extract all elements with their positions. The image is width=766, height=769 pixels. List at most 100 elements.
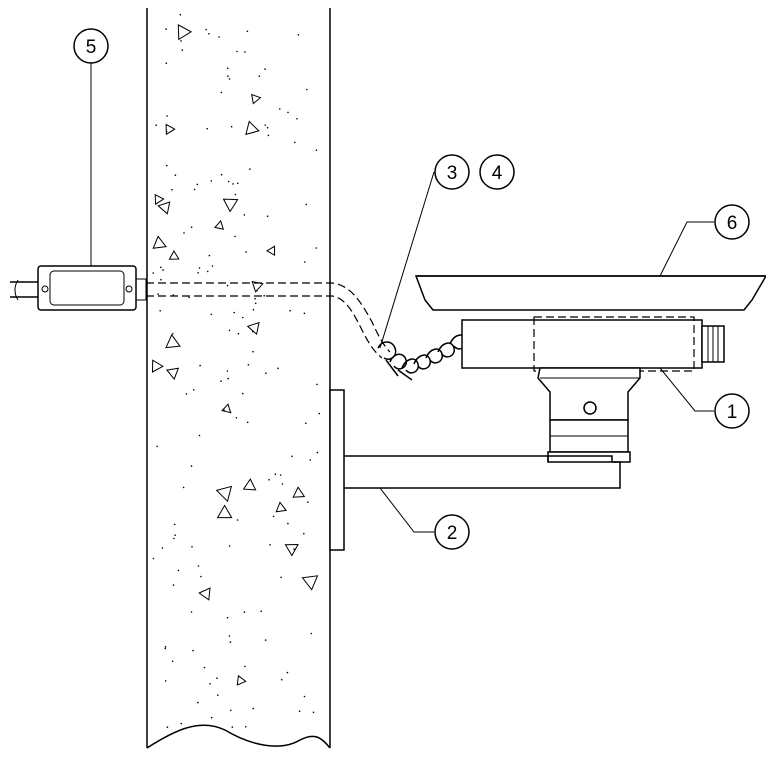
callout-6-label: 6 [727,213,738,234]
sunshield [414,275,766,311]
camera-housing [461,316,725,372]
leader-lines [90,63,714,533]
concrete-speck [160,266,162,269]
concrete-speck [181,49,184,51]
concrete-speck [237,332,240,335]
concrete-speck [165,28,167,30]
concrete-aggregate [236,674,247,686]
concrete-speck [234,235,236,238]
concrete-aggregate [222,198,239,213]
concrete-aggregate [251,93,262,105]
concrete-speck [206,127,208,130]
concrete-speck [296,118,298,120]
concrete-speck [286,671,289,674]
concrete-speck [264,68,266,70]
concrete-speck [190,226,193,228]
tilt-head [537,367,641,463]
concrete-speck [188,296,190,299]
concrete-texture [151,13,321,728]
concrete-aggregate [245,120,260,136]
callout-5-label: 5 [86,37,97,58]
concrete-speck [226,370,229,372]
concrete-speck [227,377,229,380]
concrete-speck [267,134,270,137]
concrete-speck [233,311,235,314]
concrete-speck [263,295,266,297]
concrete-speck [209,683,211,685]
concrete-speck [211,265,214,267]
concrete-speck [227,75,229,77]
concrete-speck [309,459,312,461]
concrete-speck [279,108,281,110]
concrete-speck [166,726,169,728]
concrete-speck [220,91,223,94]
concrete-aggregate [151,359,164,373]
concrete-aggregate [301,575,319,591]
concrete-speck [246,30,249,33]
junction-box [10,265,147,311]
cable-spiral [377,334,467,381]
concrete-speck [206,270,209,273]
concrete-speck [303,532,305,535]
concrete-aggregate [165,367,180,381]
callout-3-label: 3 [447,163,458,184]
concrete-speck [182,486,185,489]
concrete-speck [279,474,282,476]
concrete-speck [268,479,270,481]
concrete-speck [249,168,251,170]
concrete-speck [155,124,157,126]
concrete-wall [146,8,331,749]
concrete-aggregate [154,193,165,206]
concrete-speck [230,125,233,128]
concrete-speck [183,232,185,234]
concrete-speck [310,632,313,635]
concrete-aggregate [177,24,193,41]
concrete-speck [197,272,199,274]
concrete-speck [171,188,173,191]
concrete-speck [258,75,261,77]
concrete-speck [190,465,193,467]
concrete-speck [316,451,319,454]
callout-2-label: 2 [447,523,458,544]
concrete-speck [277,367,279,370]
callout-4: 4 [479,154,515,190]
concrete-speck [252,707,254,710]
concrete-speck [217,694,219,696]
concrete-aggregate [213,219,225,230]
concrete-speck [241,392,244,395]
concrete-speck [303,312,306,315]
concrete-speck [245,726,247,728]
concrete-speck [180,40,182,42]
concrete-speck [220,173,223,176]
concrete-speck [274,473,277,476]
concrete-speck [164,646,167,648]
concrete-aggregate [152,235,167,249]
concrete-speck [236,519,239,521]
concrete-speck [164,647,167,650]
concrete-speck [165,62,168,64]
concrete-speck [200,575,202,578]
concrete-speck [264,639,267,641]
concrete-speck [172,584,175,586]
concrete-speck [177,569,180,572]
concrete-speck [237,182,239,185]
concrete-speck [157,293,159,295]
concrete-speck [245,251,247,253]
concrete-speck [294,141,296,144]
concrete-speck [272,515,275,518]
concrete-speck [236,50,238,53]
concrete-speck [244,665,246,668]
concrete-speck [203,666,206,669]
concrete-speck [289,309,291,312]
concrete-speck [208,33,210,35]
concrete-speck [197,565,200,567]
concrete-speck [192,389,195,391]
concrete-aggregate [284,543,299,557]
concrete-speck [254,297,256,300]
concrete-speck [306,88,308,91]
concrete-speck [305,422,307,425]
concrete-speck [269,544,271,546]
concrete-speck [247,364,250,366]
concrete-speck [231,726,234,728]
